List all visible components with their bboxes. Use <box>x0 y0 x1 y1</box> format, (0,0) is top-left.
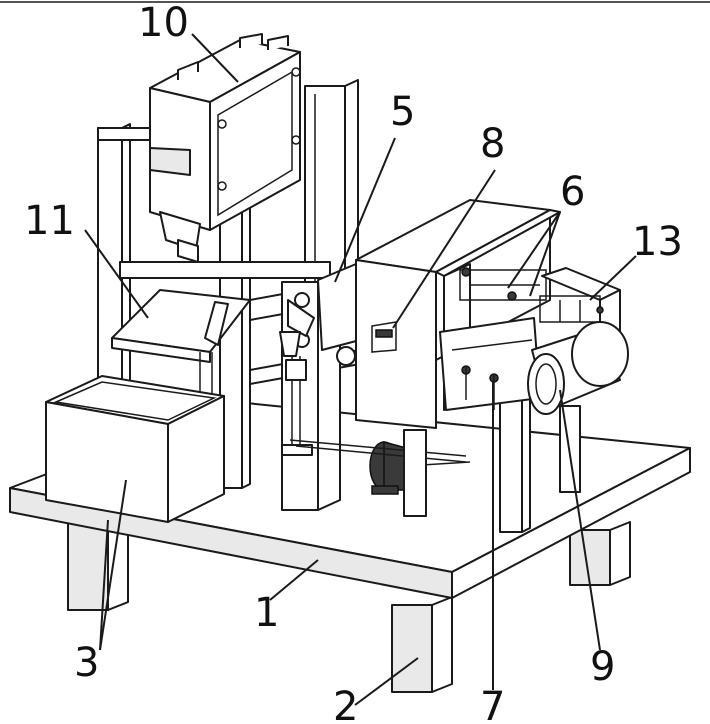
drive-belt <box>289 439 467 463</box>
callout-3: 3 <box>74 640 99 686</box>
motor <box>369 441 471 495</box>
drive-column <box>279 263 361 511</box>
callout-7: 7 <box>480 684 505 724</box>
callout-5: 5 <box>390 89 415 135</box>
hopper <box>149 33 301 263</box>
inclined-chute <box>111 261 331 395</box>
callout-9: 9 <box>590 644 615 690</box>
leg-back-right <box>569 521 631 586</box>
callout-6: 6 <box>560 169 585 215</box>
drum-roller <box>527 321 629 415</box>
callout-1: 1 <box>254 590 279 636</box>
callout-labels: 10 11 5 8 6 13 3 1 2 7 9 <box>24 0 683 724</box>
conveyor-section <box>439 317 541 411</box>
leader-lines <box>84 33 637 706</box>
callout-11: 11 <box>24 198 75 244</box>
callout-8: 8 <box>480 121 505 167</box>
collecting-box <box>45 375 225 523</box>
callout-13: 13 <box>632 219 683 265</box>
callout-2: 2 <box>333 684 358 724</box>
rear-frame-upright <box>304 79 359 301</box>
callout-10: 10 <box>138 0 189 46</box>
leg-front-right <box>391 596 453 693</box>
